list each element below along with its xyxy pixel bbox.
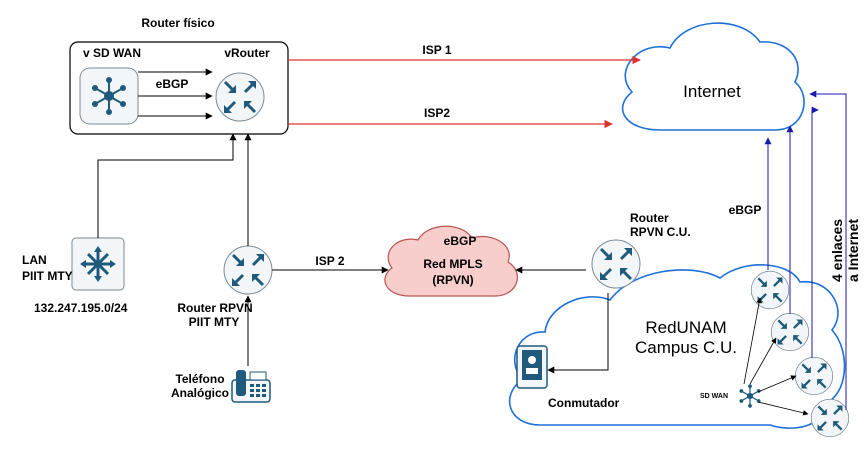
redunam-label: RedUNAM — [645, 318, 726, 337]
lan-site-label: PIIT MTY — [22, 269, 73, 283]
internet-cloud — [621, 22, 805, 131]
rpvn-cu-to-conmutador-link — [547, 293, 609, 374]
edge-router-3-icon — [794, 356, 834, 396]
edge-router-1-icon — [750, 270, 790, 310]
isp1-label: ISP 1 — [422, 43, 451, 57]
vrouter-icon — [214, 71, 266, 123]
analogico-label: Analógico — [171, 386, 229, 400]
router-rpvn-cu-name: RPVN C.U. — [630, 225, 691, 239]
lan-uplink — [97, 133, 237, 238]
isp2-mid-label: ISP 2 — [315, 254, 344, 268]
sdwan-link-1 — [757, 375, 797, 393]
uplink-4 — [809, 90, 847, 410]
mpls-ebgp-label: eBGP — [444, 234, 477, 248]
sdwan-link-3 — [749, 337, 777, 385]
telefono-label: Teléfono — [175, 372, 224, 386]
campus-label: Campus C.U. — [635, 338, 737, 357]
sdwan-link-2 — [757, 401, 809, 416]
telefono-icon — [231, 370, 271, 403]
edge-router-2-icon — [770, 312, 810, 352]
conmutador-icon — [516, 345, 548, 389]
edge-router-4-icon — [810, 398, 850, 438]
ebgp-inner-label: eBGP — [156, 77, 189, 91]
rpvn-label: (RPVN) — [432, 273, 473, 287]
router-rpvn-cu-label: Router — [630, 211, 669, 225]
sdwan-small-label: SD WAN — [700, 393, 728, 400]
a-internet-label: a Internet — [845, 219, 861, 282]
lan-label: LAN — [22, 253, 47, 267]
ebgp-right-label: eBGP — [729, 203, 762, 217]
router-rpvn-cu-icon — [590, 238, 642, 290]
router-rpvn-mty-site: PIIT MTY — [189, 315, 240, 329]
mpls-label: Red MPLS — [423, 257, 482, 271]
lan-ip-label: 132.247.195.0/24 — [34, 301, 128, 315]
internet-label: Internet — [683, 82, 741, 101]
vrouter-label: vRouter — [224, 46, 270, 60]
enlaces-label: 4 enlaces — [829, 219, 845, 282]
uplink-3 — [811, 106, 819, 358]
conmutador-label: Conmutador — [548, 396, 620, 410]
router-fisico-label: Router físico — [141, 16, 214, 30]
vsdwan-label: v SD WAN — [83, 46, 141, 60]
sdwan-link-4 — [743, 297, 762, 385]
router-rpvn-mty-icon — [222, 244, 274, 296]
lan-switch-icon — [80, 246, 116, 282]
isp2-label: ISP2 — [424, 106, 450, 120]
router-rpvn-mty-label: Router RPVN — [177, 301, 252, 315]
